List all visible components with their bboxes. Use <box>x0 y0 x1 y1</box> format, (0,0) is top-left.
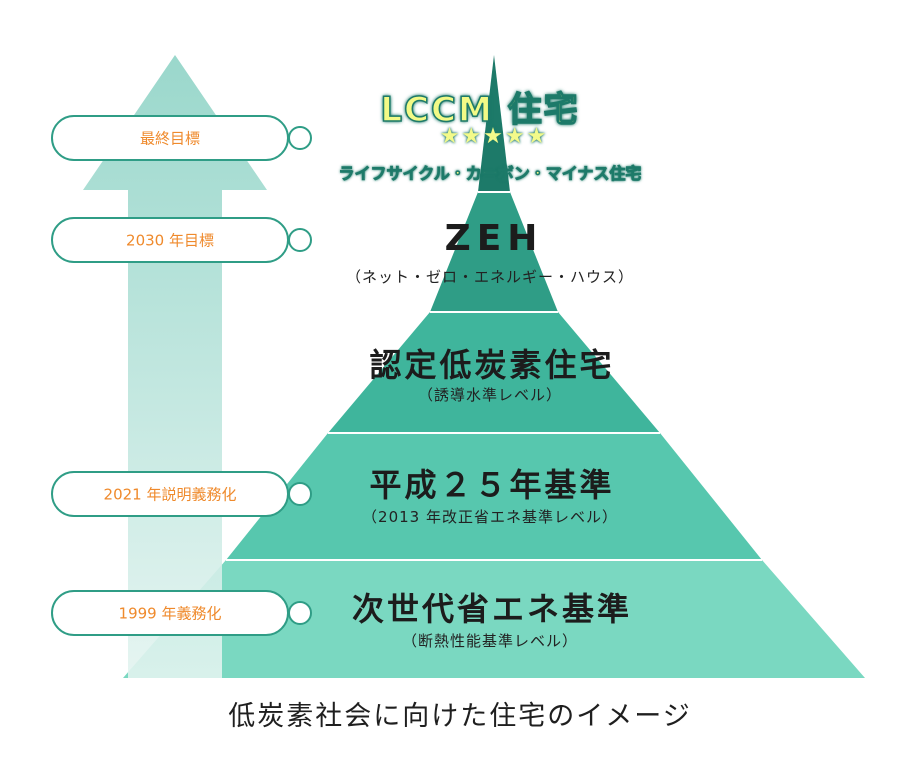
tier-h25-subtitle: （2013 年改正省エネ基準レベル） <box>362 508 618 526</box>
tier-zeh-title: ZEH <box>444 218 544 259</box>
milestone-2030-pill <box>51 217 312 263</box>
tier-nintei-subtitle: （誘導水準レベル） <box>417 386 563 404</box>
tier-jisedai-band <box>123 560 865 678</box>
milestone-final-pill <box>51 115 312 161</box>
tier-h25-title: 平成２５年基準 <box>369 466 615 504</box>
milestone-2021-label: 2021 年説明義務化 <box>103 485 237 504</box>
progress-arrow <box>83 55 267 678</box>
tier-zeh-subtitle: （ネット・ゼロ・エネルギー・ハウス） <box>345 268 635 286</box>
lccm-stars: ★★★★★ <box>439 124 549 149</box>
tier-nintei-band <box>328 312 660 433</box>
tier-zeh-band <box>430 192 558 312</box>
milestone-final-label: 最終目標 <box>139 129 201 148</box>
diagram-caption: 低炭素社会に向けた住宅のイメージ <box>228 701 692 732</box>
tier-jisedai-subtitle: （断熱性能基準レベル） <box>401 632 579 650</box>
lccm-title: LCCM 住宅 <box>380 89 580 131</box>
milestone-1999-pill <box>51 590 312 636</box>
tier-lccm-band <box>478 55 510 192</box>
tier-jisedai-title: 次世代省エネ基準 <box>351 590 633 628</box>
tier-nintei-title: 認定低炭素住宅 <box>369 346 615 384</box>
tier-h25-band <box>226 433 762 560</box>
milestone-2021-pill <box>51 471 312 517</box>
milestone-1999-label: 1999 年義務化 <box>118 604 222 623</box>
milestone-2030-label: 2030 年目標 <box>126 231 214 250</box>
lccm-subtitle: ライフサイクル・カーボン・マイナス住宅 <box>338 164 642 184</box>
